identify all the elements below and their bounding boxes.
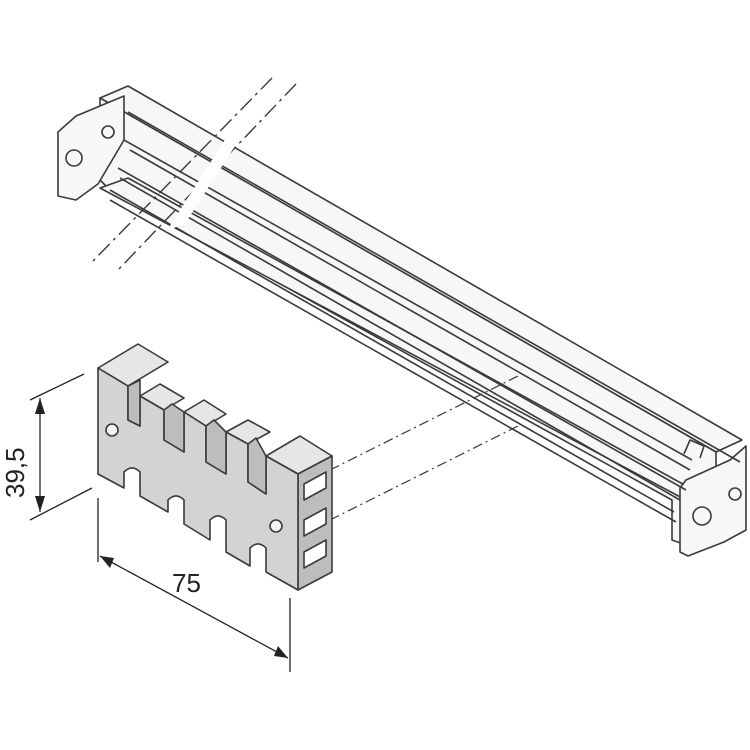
rail-left-end-plate [57, 95, 125, 201]
dimension-height [29, 373, 93, 521]
projection-lines [329, 374, 521, 521]
left-mount-hole-1 [65, 149, 83, 167]
rail-groove-lines [109, 111, 741, 523]
break-gap [166, 92, 270, 232]
block-hole-right [269, 519, 283, 533]
cable-comb-block [97, 343, 333, 591]
dimension-width [97, 498, 291, 672]
rail-top-face [99, 85, 743, 453]
side-notches [303, 471, 327, 569]
mounting-rail [57, 85, 747, 557]
height-dimension-label: 39,5 [0, 447, 30, 498]
block-hole-left [105, 423, 119, 437]
left-mount-hole-2 [101, 125, 115, 139]
rail-right-end-plate [679, 445, 747, 557]
right-mount-hole-2 [728, 487, 742, 501]
right-mount-hole-1 [692, 506, 712, 526]
width-dimension-label: 75 [172, 568, 201, 598]
slot-shading [127, 379, 267, 495]
